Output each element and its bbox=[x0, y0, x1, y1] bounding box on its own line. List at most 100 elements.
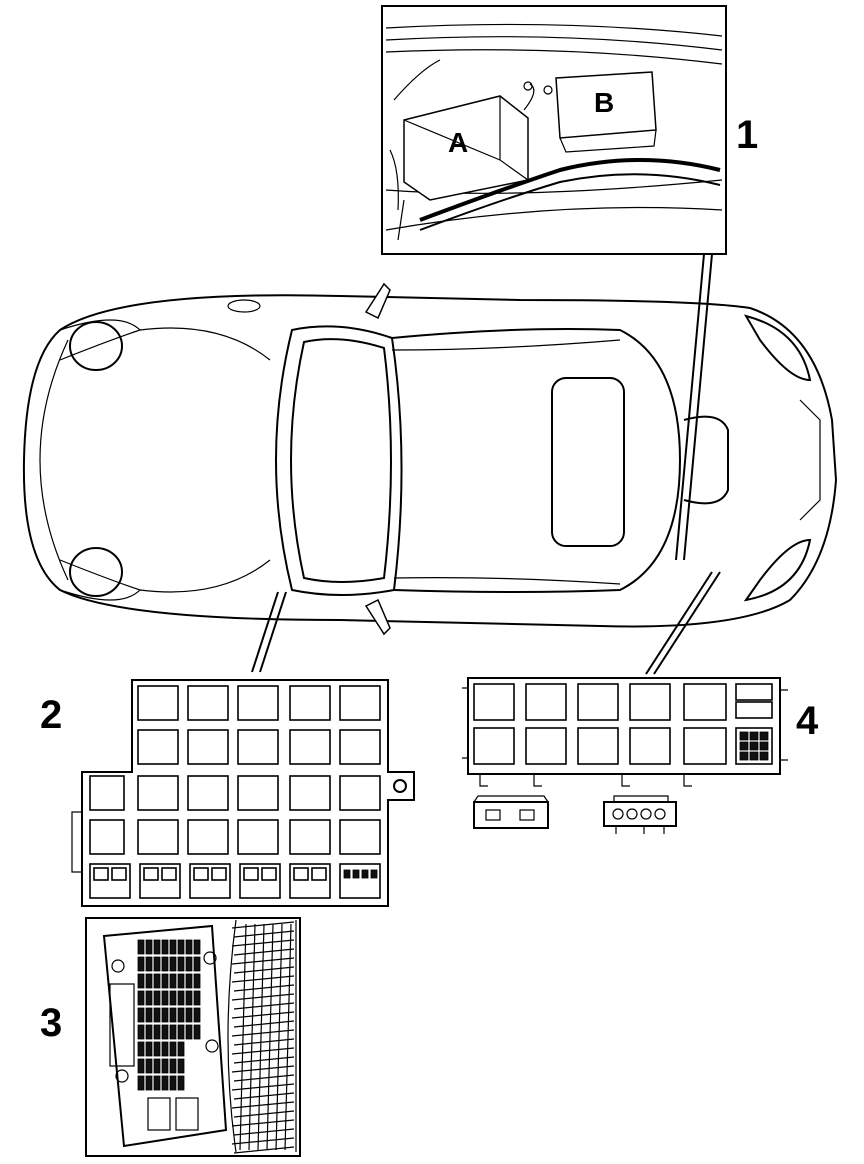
relay-pin bbox=[293, 867, 309, 881]
fuse-slot bbox=[137, 973, 145, 989]
fuse-slot bbox=[177, 1024, 185, 1040]
relay-slot bbox=[289, 729, 331, 765]
callout-3: 3 bbox=[40, 1001, 62, 1045]
fuse-slot bbox=[153, 939, 161, 955]
fuse-slot bbox=[185, 990, 193, 1006]
fuse-slot bbox=[145, 939, 153, 955]
fuse-slot bbox=[161, 1058, 169, 1074]
relay-grid-2 bbox=[89, 685, 381, 899]
relay-pin bbox=[143, 867, 159, 881]
fuse-slot bbox=[145, 956, 153, 972]
relay-slot bbox=[187, 729, 229, 765]
hatch-line bbox=[233, 1146, 295, 1154]
relay-slot bbox=[137, 685, 179, 721]
relay-slot bbox=[339, 863, 381, 899]
relay-slot bbox=[629, 683, 671, 721]
fuse-slot bbox=[153, 1041, 161, 1057]
hatch-line bbox=[231, 1029, 295, 1037]
hatch-line bbox=[231, 1011, 295, 1019]
fuse-slot bbox=[739, 751, 749, 761]
relay-slot bbox=[237, 775, 279, 811]
relay-pin bbox=[111, 867, 127, 881]
fuse-slot bbox=[169, 1007, 177, 1023]
relay-slot bbox=[525, 683, 567, 721]
fuse-slot bbox=[177, 939, 185, 955]
fuse-slot bbox=[137, 1041, 145, 1057]
callout-4: 4 bbox=[796, 699, 819, 743]
fuse-slot bbox=[177, 956, 185, 972]
fuse-slot bbox=[169, 956, 177, 972]
fuse-slot bbox=[137, 990, 145, 1006]
fuse-slot bbox=[193, 956, 201, 972]
hatch-line bbox=[233, 984, 295, 992]
relay-slot bbox=[525, 727, 567, 765]
relay-slot bbox=[629, 727, 671, 765]
fuse-slot bbox=[153, 1024, 161, 1040]
fuse-slot bbox=[185, 973, 193, 989]
fuse-slot bbox=[739, 731, 749, 741]
relay-slot bbox=[237, 819, 279, 855]
hatch-line bbox=[233, 1074, 295, 1082]
relay-slot bbox=[339, 685, 381, 721]
fuse-slot bbox=[153, 990, 161, 1006]
fuse-slot bbox=[177, 990, 185, 1006]
fuse-slot bbox=[145, 1024, 153, 1040]
hatch-line bbox=[248, 923, 256, 1151]
relay-slot bbox=[289, 819, 331, 855]
relay-slot bbox=[187, 819, 229, 855]
relay-slot bbox=[187, 685, 229, 721]
fuse-slot bbox=[177, 1041, 185, 1057]
fuse-slot bbox=[137, 1075, 145, 1091]
fuse-slot bbox=[153, 1075, 161, 1091]
hatch-line bbox=[275, 923, 283, 1151]
fuse-slot bbox=[161, 1024, 169, 1040]
relay-slot bbox=[339, 775, 381, 811]
hatch-line bbox=[284, 923, 292, 1151]
relay-slot bbox=[473, 683, 515, 721]
fuse-slot bbox=[153, 956, 161, 972]
relay-slot bbox=[735, 683, 773, 701]
hatch-line bbox=[233, 1038, 295, 1046]
fuse-slot bbox=[161, 973, 169, 989]
hatch-line bbox=[233, 966, 295, 974]
relay-panel-4 bbox=[462, 677, 788, 787]
fuse-slot bbox=[177, 1058, 185, 1074]
hatch-line bbox=[233, 1020, 295, 1028]
hatch-line bbox=[231, 1119, 295, 1127]
relay-slot bbox=[577, 683, 619, 721]
hatch-line bbox=[233, 1056, 295, 1064]
fuse-slot bbox=[193, 990, 201, 1006]
fuse-slot bbox=[177, 1075, 185, 1091]
fuse-box-3 bbox=[85, 917, 301, 1157]
control-unit-a-label: A bbox=[448, 127, 468, 158]
leader-2 bbox=[251, 591, 279, 673]
car-top-view bbox=[22, 282, 838, 636]
relay-slot bbox=[187, 775, 229, 811]
fuse-slot bbox=[749, 741, 759, 751]
relay-slot bbox=[89, 819, 125, 855]
relay-pin bbox=[161, 867, 177, 881]
control-unit-b-label: B bbox=[594, 87, 614, 118]
fuse-slot bbox=[759, 751, 769, 761]
control-unit-a: A bbox=[403, 95, 529, 201]
hatch-line bbox=[231, 1137, 295, 1145]
relay-pin bbox=[243, 867, 259, 881]
fuse-slot bbox=[137, 956, 145, 972]
relay-panel-2 bbox=[71, 679, 415, 907]
fuse-slot bbox=[185, 1024, 193, 1040]
fuse-slot bbox=[759, 731, 769, 741]
hatch-line bbox=[231, 1047, 295, 1055]
fuse-slot bbox=[185, 939, 193, 955]
fuse-slot bbox=[169, 990, 177, 1006]
fuse-slot bbox=[145, 973, 153, 989]
fuse-slot bbox=[153, 1007, 161, 1023]
relay-slot bbox=[735, 701, 773, 719]
fuse-slot bbox=[161, 1007, 169, 1023]
relay-pin bbox=[261, 867, 277, 881]
hatch-line bbox=[233, 1128, 295, 1136]
fuse-slot bbox=[185, 956, 193, 972]
fuse-slot bbox=[145, 1075, 153, 1091]
inset-engine-bay: A B bbox=[381, 5, 727, 255]
control-unit-b: B bbox=[555, 71, 657, 153]
